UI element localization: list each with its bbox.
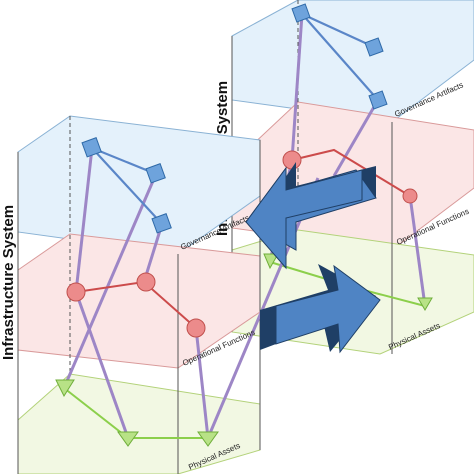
physical-node-triangle-icon — [263, 253, 279, 270]
governance-node-square-icon — [81, 137, 102, 158]
interlayer-link — [290, 13, 304, 161]
interlayer-link — [74, 147, 94, 293]
governance-node-square-icon — [364, 37, 384, 57]
governance-node-square-icon — [368, 90, 388, 110]
operational-node-circle-icon — [186, 318, 206, 338]
operational-link — [291, 148, 411, 197]
interlayer-link — [62, 173, 158, 389]
physical-layer-plane — [17, 373, 261, 474]
physical-node-triangle-icon — [197, 431, 219, 447]
interlayer-link — [408, 195, 427, 307]
operational-node-circle-icon — [66, 282, 86, 302]
physical-node-triangle-icon — [417, 297, 433, 311]
governance-node-square-icon — [151, 213, 172, 234]
interlayer-link — [74, 291, 130, 439]
governance-link — [91, 146, 157, 176]
physical-node-triangle-icon — [55, 379, 75, 398]
physical-node-triangle-icon — [117, 431, 139, 447]
operational-node-circle-icon — [402, 188, 418, 204]
governance-layer-plane — [231, 0, 474, 123]
governance-link — [301, 13, 379, 101]
interlayer-link — [142, 223, 164, 283]
interdependency-arrow-left-block-arrow-icon — [245, 162, 377, 270]
interlayer-link — [332, 99, 380, 177]
system-title: Infrastructure System — [0, 205, 17, 360]
governance-node-square-icon — [145, 163, 166, 184]
operational-node-circle-icon — [282, 150, 302, 170]
governance-node-square-icon — [291, 3, 311, 23]
governance-link — [91, 147, 163, 225]
operational-node-circle-icon — [136, 272, 156, 292]
interlayer-link — [194, 327, 210, 439]
interdependency-arrow-right-block-arrow-icon — [260, 264, 381, 354]
governance-link — [301, 13, 375, 48]
